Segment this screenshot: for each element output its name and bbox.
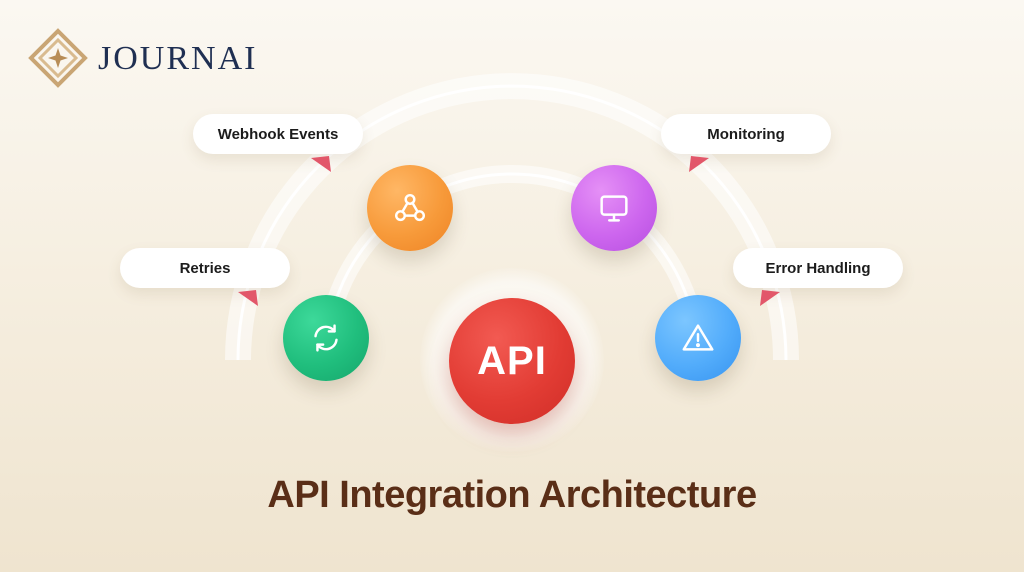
brand-name: JOURNAI [98,40,258,77]
pointer-error-handling [758,290,780,308]
error-handling-node [655,295,741,381]
webhook-node [367,165,453,251]
label-webhook-events-text: Webhook Events [217,125,339,143]
brand-logo: JOURNAI [28,28,288,88]
label-monitoring: Monitoring [661,114,831,154]
webhook-icon [394,193,426,222]
pointer-webhook [311,156,333,174]
monitoring-node [571,165,657,251]
label-error-handling-text: Error Handling [765,259,871,277]
api-node: API [449,298,575,424]
label-retries-text: Retries [179,259,231,277]
retries-node [283,295,369,381]
pointer-retries [238,290,260,308]
refresh-icon [314,324,338,352]
monitor-icon [600,195,628,222]
warning-icon [682,324,714,351]
api-label: API [477,338,547,383]
diamond-star-icon [28,28,88,88]
label-monitoring-text: Monitoring [707,125,785,143]
label-webhook-events: Webhook Events [193,114,363,154]
label-error-handling: Error Handling [733,248,903,288]
page-title: API Integration Architecture [267,474,757,516]
label-retries: Retries [120,248,290,288]
pointer-monitoring [687,156,709,174]
